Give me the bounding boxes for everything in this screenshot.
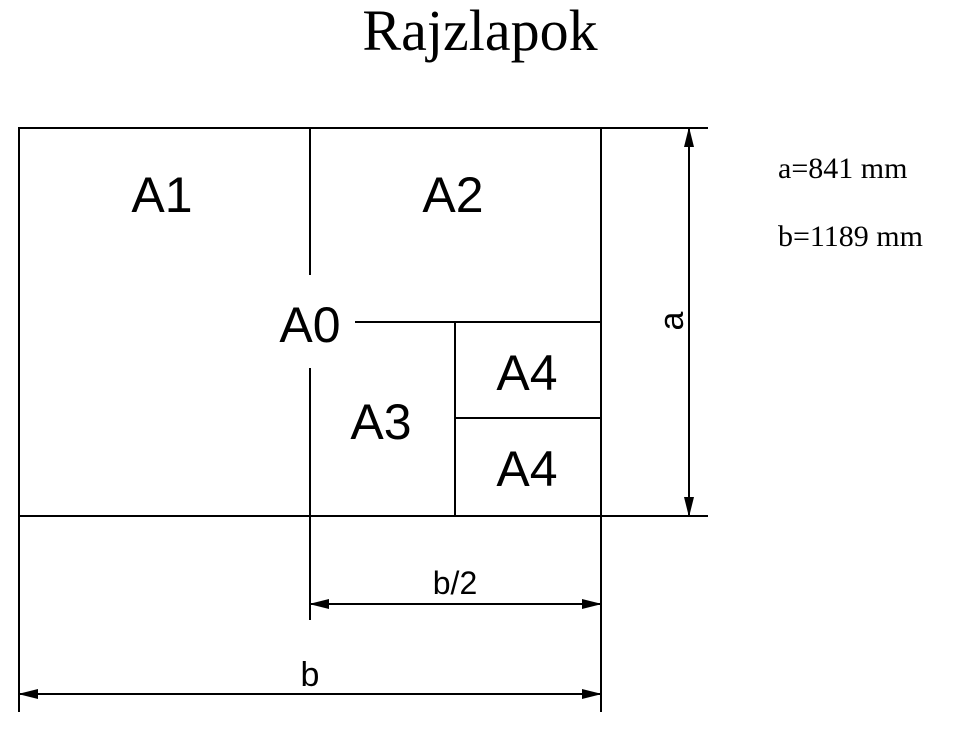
dimension-label-b-half: b/2 xyxy=(433,565,477,601)
label-a2: A2 xyxy=(422,167,483,223)
label-a4-bottom: A4 xyxy=(496,441,557,497)
dimension-label-b: b xyxy=(301,656,320,694)
dimension-a-value: a=841 mm xyxy=(778,152,908,185)
label-a4-top: A4 xyxy=(496,345,557,401)
dimension-label-a: a xyxy=(653,311,691,330)
label-a0: A0 xyxy=(279,297,340,353)
dimension-b-value: b=1189 mm xyxy=(778,220,923,253)
label-a1: A1 xyxy=(131,167,192,223)
page-title: Rajzlapok xyxy=(362,0,598,63)
label-a3: A3 xyxy=(350,394,411,450)
